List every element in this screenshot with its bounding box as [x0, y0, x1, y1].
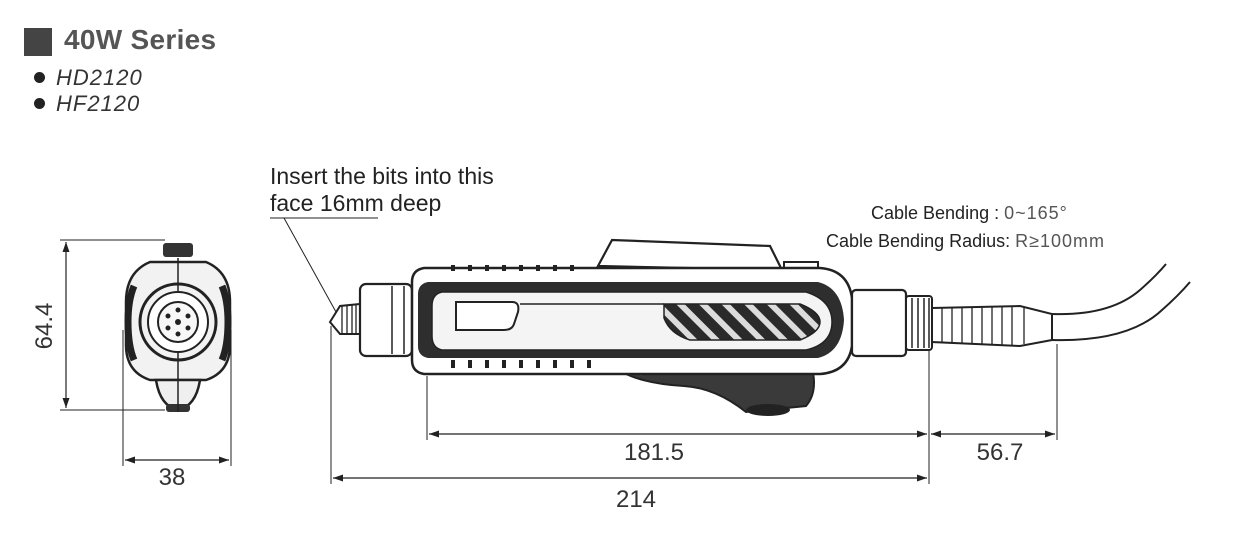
- end-view-dimensions: 64.4 38: [31, 239, 232, 491]
- end-view-side-grip: [124, 284, 138, 362]
- end-view-side-grip: [218, 284, 232, 362]
- end-view-pins: [165, 307, 191, 337]
- cable-lower-edge: [1051, 281, 1191, 342]
- model-list: HD2120 HF2120: [34, 65, 143, 117]
- strain-relief-ribs: [941, 306, 1025, 345]
- cable-radius-spec: Cable Bending Radius: R≥100mm: [826, 231, 1105, 252]
- model-item: HF2120: [34, 91, 143, 117]
- model-item: HD2120: [34, 65, 143, 91]
- bit-tip-threads: [341, 305, 357, 334]
- width-dimension-label: 38: [159, 464, 186, 491]
- series-marker: [24, 28, 52, 56]
- note-leader-line: [283, 217, 337, 313]
- insertion-note: Insert the bits into this face 16mm deep: [270, 163, 494, 217]
- cable-bending-separator: :: [989, 203, 1005, 223]
- side-view-dimensions: 181.5 56.7 214: [330, 326, 1058, 513]
- series-title: 40W Series: [64, 24, 217, 55]
- insertion-note-line: face 16mm deep: [270, 190, 442, 216]
- grip-pattern: [663, 303, 821, 341]
- cable-radius-value: R≥100mm: [1015, 231, 1106, 251]
- connector-knurl: [905, 295, 933, 351]
- connector-length-label: 56.7: [977, 439, 1024, 466]
- rear-cap: [850, 288, 908, 358]
- end-view-ring-outer: [138, 282, 218, 362]
- insertion-note-line: Insert the bits into this: [270, 163, 494, 189]
- vent-dots-top: [451, 265, 574, 271]
- body-slot: [455, 301, 520, 331]
- cable-upper-edge: [1051, 263, 1167, 316]
- vent-dots-bottom: [451, 360, 591, 368]
- top-switch: [596, 238, 784, 272]
- end-view-top-stub: [163, 243, 193, 257]
- cable-bending-spec: Cable Bending : 0~165°: [871, 203, 1068, 224]
- total-length-label: 214: [616, 486, 656, 513]
- body-length-label: 181.5: [624, 439, 684, 466]
- cable-bending-value: 0~165°: [1004, 203, 1068, 223]
- end-view: [124, 243, 232, 412]
- height-dimension-label: 64.4: [31, 303, 58, 350]
- cable-radius-label: Cable Bending Radius:: [826, 231, 1011, 251]
- cable-bending-label: Cable Bending: [871, 203, 990, 223]
- handle-foot-pad: [746, 404, 790, 416]
- side-view: [270, 217, 1191, 416]
